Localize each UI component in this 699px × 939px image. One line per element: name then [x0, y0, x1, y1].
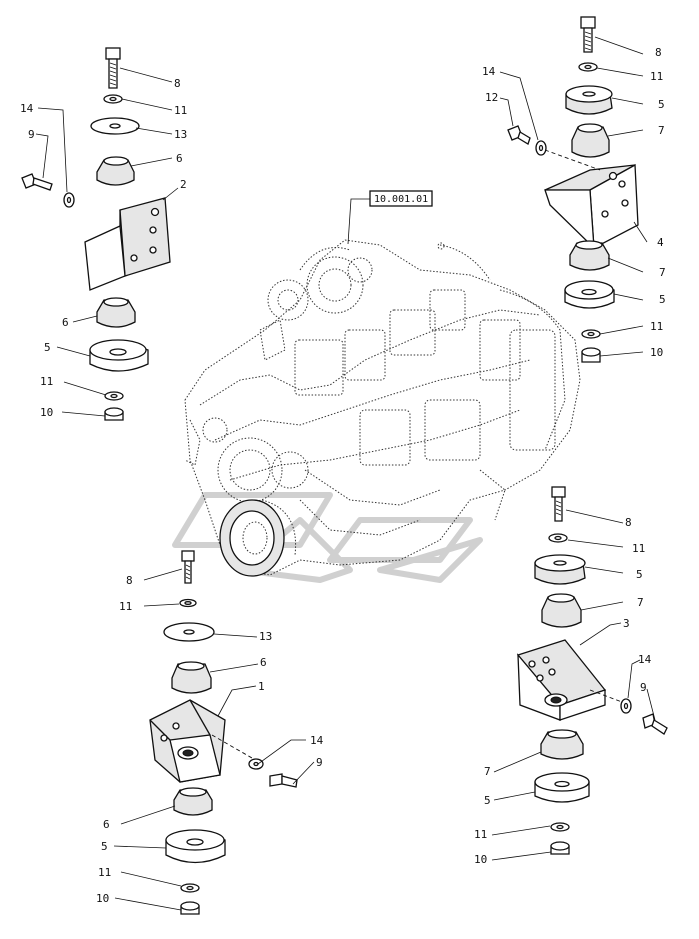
callout-label: 8	[174, 77, 181, 90]
engine-assembly	[184, 239, 581, 577]
bracket-part	[84, 197, 171, 291]
callout-label: 5	[44, 341, 51, 354]
callout-label: 10	[40, 406, 53, 419]
callout-label: 14	[482, 65, 496, 78]
callout-label: 10	[650, 346, 663, 359]
callout-label: 6	[260, 656, 267, 669]
callout-label: 1	[258, 680, 265, 693]
callout-label: 5	[636, 568, 643, 581]
callout-label: 11	[174, 104, 187, 117]
callout-label: 7	[658, 124, 665, 137]
callout-label: 5	[484, 794, 491, 807]
callout-label: 7	[484, 765, 491, 778]
callout-label: 7	[659, 266, 666, 279]
callout-label: 14	[638, 653, 652, 666]
callout-label: 11	[119, 600, 132, 613]
bracket-part	[149, 699, 226, 783]
callout-label: 12	[485, 91, 498, 104]
callout-label: 5	[658, 98, 665, 111]
callout-label: 11	[474, 828, 487, 841]
callout-label: 11	[40, 375, 53, 388]
callout-label: 5	[659, 293, 666, 306]
callout-label: 9	[316, 756, 323, 769]
callout-label: 6	[62, 316, 69, 329]
mount-group-top-left: 8 11 13 6 2 14 9 6 5 11 10	[20, 47, 187, 421]
callout-label: 8	[655, 46, 662, 59]
mount-group-bottom-right: 8 11 5 7 3 14 9 7 5 11 10	[474, 486, 668, 866]
callout-label: 11	[98, 866, 111, 879]
bolt-part	[21, 173, 53, 191]
callout-label: 11	[632, 542, 645, 555]
reference-box-label: 10.001.01	[374, 194, 428, 205]
bracket-part	[544, 163, 639, 250]
callout-label: 3	[623, 617, 630, 630]
bolt-part	[105, 47, 121, 89]
callout-label: 6	[176, 152, 183, 165]
callout-label: 9	[28, 128, 35, 141]
callout-label: 11	[650, 70, 663, 83]
callout-label: 8	[625, 516, 632, 529]
callout-label: 14	[20, 102, 34, 115]
mount-group-top-right: 8 11 5 7 4 7 5 11 10 14 12	[482, 16, 666, 363]
callout-label: 13	[174, 128, 187, 141]
callout-label: 10	[96, 892, 109, 905]
callout-label: 11	[650, 320, 663, 333]
callout-label: 4	[657, 236, 664, 249]
callout-label: 10	[474, 853, 487, 866]
bracket-part	[516, 639, 607, 721]
callout-label: 9	[640, 681, 647, 694]
callout-label: 2	[180, 178, 187, 191]
callout-label: 7	[637, 596, 644, 609]
callout-label: 6	[103, 818, 110, 831]
callout-label: 8	[126, 574, 133, 587]
callout-label: 5	[101, 840, 108, 853]
mount-group-bottom-left: 8 11 13 6 1 14 9 6 5 11 10	[96, 550, 324, 915]
callout-label: 14	[310, 734, 324, 747]
reference-callout: 10.001.01	[347, 190, 433, 245]
callout-label: 13	[259, 630, 272, 643]
